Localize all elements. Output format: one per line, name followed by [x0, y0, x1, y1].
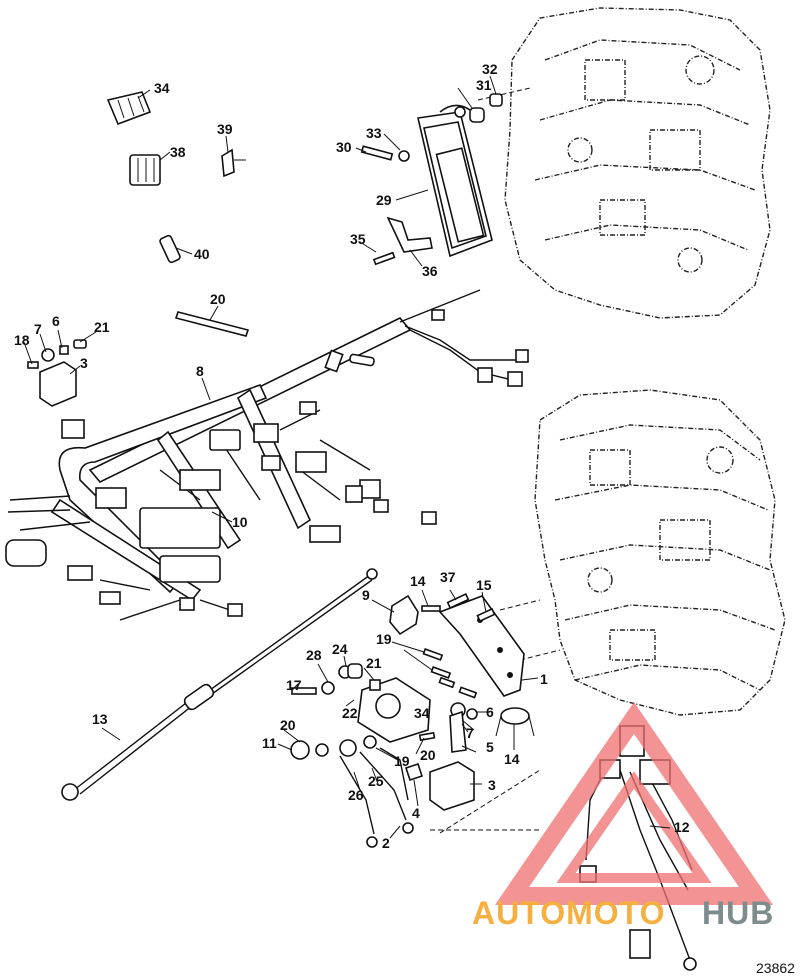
- bracket-9: [389, 594, 419, 636]
- plate-1: [438, 595, 525, 697]
- callout-27: 26: [348, 787, 364, 803]
- callout-26: 25: [368, 773, 384, 789]
- callout-34: 34: [154, 80, 170, 96]
- callout-31: 31: [476, 77, 492, 93]
- callout-21: 21: [94, 319, 110, 335]
- ecm-module: [417, 104, 493, 258]
- watermark-logo: [494, 702, 774, 905]
- callout-17: 17: [286, 677, 302, 693]
- watermark-text-secondary: HUB: [702, 895, 774, 931]
- cable-13: [61, 568, 378, 801]
- callout-3-upper: 3: [80, 355, 88, 371]
- callout-25: 24: [332, 641, 348, 657]
- callout-34-lower: 34: [414, 705, 430, 721]
- connector-34: [106, 91, 152, 126]
- ecm-hardware: [360, 93, 503, 266]
- callout-19-lower: 19: [394, 753, 410, 769]
- callout-6-upper: 6: [52, 313, 60, 329]
- callout-6-lower: 6: [486, 704, 494, 720]
- clamp-14: [495, 707, 535, 737]
- callout-15: 14: [410, 573, 426, 589]
- callout-24: 22: [342, 705, 358, 721]
- callout-20-left: 20: [280, 717, 296, 733]
- reference-number: 23862: [756, 960, 795, 976]
- ecm-bracket: [386, 216, 433, 253]
- callout-39: 39: [217, 121, 233, 137]
- solenoid-23: [357, 677, 431, 743]
- relay-3-lower: [429, 761, 475, 811]
- callout-7-lower: 7: [466, 725, 474, 741]
- callout-40: 40: [194, 246, 210, 262]
- relay-3-upper: [27, 339, 87, 407]
- callout-13: 13: [92, 711, 108, 727]
- leader-lines: [23, 75, 671, 839]
- callout-2: 2: [382, 835, 390, 851]
- callout-36: 36: [422, 263, 438, 279]
- callout-8: 8: [196, 363, 204, 379]
- callout-32: 32: [482, 61, 498, 77]
- connector-38: [129, 154, 161, 186]
- clip-39: [221, 148, 246, 178]
- bracket-5: [449, 710, 467, 753]
- callout-23: 21: [366, 655, 382, 671]
- fasteners-lower: [290, 592, 496, 760]
- callout-1: 1: [540, 671, 548, 687]
- callout-12: 12: [674, 819, 690, 835]
- fuse-40: [159, 234, 181, 264]
- cap-4: [404, 762, 424, 782]
- callout-20-right: 20: [420, 747, 436, 763]
- callout-3-lower: 3: [488, 777, 496, 793]
- callout-18: 18: [14, 332, 30, 348]
- cable-tie-22: [174, 311, 250, 337]
- callout-9: 9: [362, 587, 370, 603]
- callout-16: 15: [476, 577, 492, 593]
- callout-28: 28: [306, 647, 322, 663]
- callout-11: 11: [262, 735, 277, 751]
- callout-4: 4: [412, 805, 420, 821]
- engine-block-lower: [534, 389, 786, 716]
- callout-14: 14: [504, 751, 520, 767]
- callout-7-upper: 7: [34, 321, 42, 337]
- leader-dashed: [477, 87, 531, 101]
- engine-block-upper: [504, 7, 771, 319]
- callout-19-upper: 19: [376, 631, 392, 647]
- callout-33: 33: [366, 125, 382, 141]
- callout-38: 38: [170, 144, 186, 160]
- leader-dashed-lower: [439, 599, 561, 834]
- callout-35: 35: [350, 231, 366, 247]
- watermark-text-primary: AUTOMOTO: [472, 895, 665, 931]
- callout-30: 30: [336, 139, 352, 155]
- cables-2-26-27: [339, 747, 414, 848]
- main-harness: [5, 289, 529, 621]
- callout-37: 37: [440, 569, 456, 585]
- callout-10: 10: [232, 514, 248, 530]
- callout-29: 29: [376, 192, 392, 208]
- callout-5: 5: [486, 739, 494, 755]
- callout-22: 20: [210, 291, 226, 307]
